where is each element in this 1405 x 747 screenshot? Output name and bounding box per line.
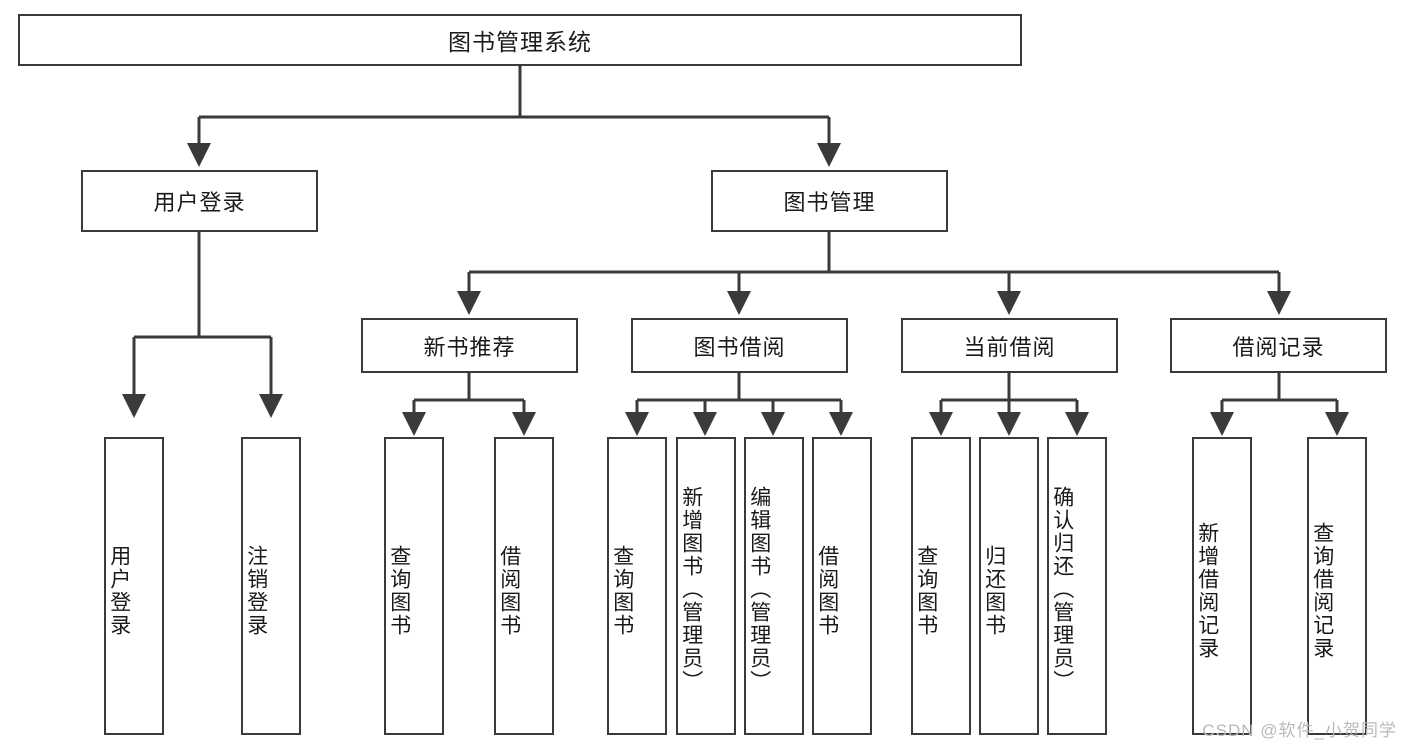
node-label: 新增借阅记录 [1195, 522, 1219, 660]
node-leaf-query-book[interactable]: 查询图书 [607, 437, 667, 735]
node-current-borrow[interactable]: 当前借阅 [901, 318, 1118, 373]
node-new-book-recommend[interactable]: 新书推荐 [361, 318, 578, 373]
node-leaf-query-book-new[interactable]: 查询图书 [384, 437, 444, 735]
node-leaf-logout[interactable]: 注销登录 [241, 437, 301, 735]
node-leaf-user-login[interactable]: 用户登录 [104, 437, 164, 735]
node-label: 用户登录 [153, 190, 246, 215]
node-label: 用户登录 [107, 545, 131, 637]
node-leaf-return-book[interactable]: 归还图书 [979, 437, 1039, 735]
node-root-book-management-system[interactable]: 图书管理系统 [18, 14, 1022, 66]
node-user-login[interactable]: 用户登录 [81, 170, 318, 232]
node-label: 查询图书 [914, 545, 938, 637]
node-label: 借阅图书 [815, 545, 839, 637]
node-label: 注销登录 [244, 545, 268, 637]
node-leaf-edit-book-admin[interactable]: 编辑图书（管理员） [744, 437, 804, 735]
node-label: 归还图书 [982, 545, 1006, 637]
node-book-management[interactable]: 图书管理 [711, 170, 948, 232]
node-label: 新书推荐 [423, 334, 516, 360]
node-leaf-add-borrow-record[interactable]: 新增借阅记录 [1192, 437, 1252, 735]
node-leaf-query-book-current[interactable]: 查询图书 [911, 437, 971, 735]
node-borrow-record[interactable]: 借阅记录 [1170, 318, 1387, 373]
node-leaf-add-book-admin[interactable]: 新增图书（管理员） [676, 437, 736, 735]
node-label: 编辑图书（管理员） [747, 485, 771, 693]
node-label: 查询图书 [387, 545, 411, 637]
node-label: 确认归还（管理员） [1050, 485, 1074, 693]
node-book-borrow[interactable]: 图书借阅 [631, 318, 848, 373]
node-label: 查询借阅记录 [1310, 522, 1334, 660]
node-label: 图书管理系统 [448, 29, 592, 55]
node-label: 借阅图书 [497, 545, 521, 637]
node-leaf-borrow-book[interactable]: 借阅图书 [812, 437, 872, 735]
node-label: 图书管理 [783, 190, 876, 215]
csdn-watermark: CSDN @软件_小贺同学 [1202, 721, 1397, 740]
node-label: 借阅记录 [1232, 334, 1325, 360]
node-label: 新增图书（管理员） [679, 485, 703, 693]
node-label: 图书借阅 [693, 334, 786, 360]
node-label: 查询图书 [610, 545, 634, 637]
node-leaf-borrow-book-new[interactable]: 借阅图书 [494, 437, 554, 735]
node-label: 当前借阅 [963, 334, 1056, 360]
node-leaf-query-borrow-record[interactable]: 查询借阅记录 [1307, 437, 1367, 735]
node-leaf-confirm-return-admin[interactable]: 确认归还（管理员） [1047, 437, 1107, 735]
